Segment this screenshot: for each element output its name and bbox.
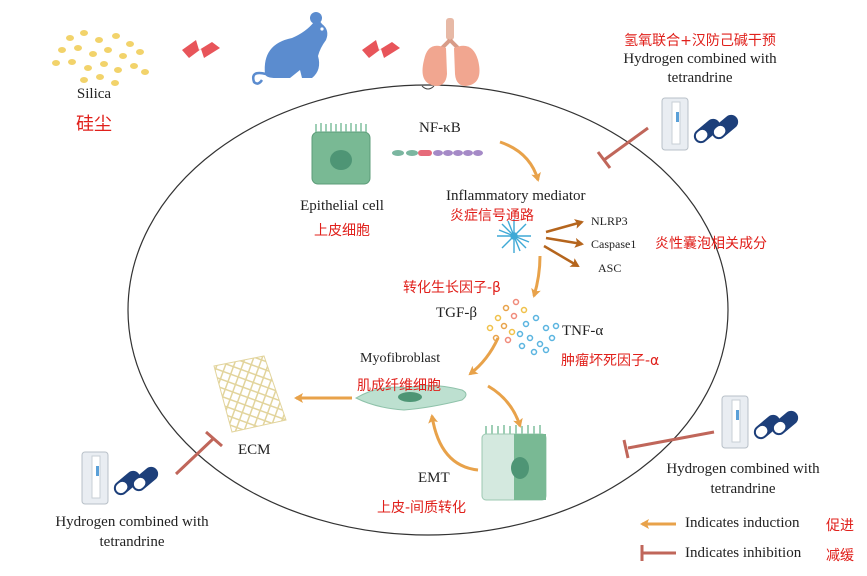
legend-inhibition-line [640, 545, 676, 561]
arrow-to-caspase1 [545, 236, 584, 248]
silica-label: Silica [76, 86, 112, 102]
legend-induction-label-cn: 促进 [826, 518, 854, 534]
lightning-icon [362, 40, 400, 58]
legend-inhibition-label: Indicates inhibition [685, 545, 802, 561]
arrow-to-asc [543, 244, 580, 268]
capsule-icon [113, 466, 159, 496]
hydrogen-inhaler-icon [661, 97, 689, 151]
arrow-inflammatory-to-tgfb [531, 255, 542, 298]
legend-induction-label: Indicates induction [685, 515, 800, 531]
ecm-mesh-icon [213, 355, 287, 433]
asc-label: ASC [598, 261, 622, 275]
myofibroblast-label-cn: 肌成纤维细胞 [357, 378, 441, 394]
mouse-icon [252, 12, 328, 85]
emt-cell-icon [481, 425, 547, 501]
treatment-left-label-line1: Hydrogen combined with [55, 514, 209, 530]
treatment-top-label-line1: Hydrogen combined with [623, 51, 777, 67]
inhibition-line-right [622, 430, 715, 459]
lung-connector-line [421, 85, 435, 90]
emt-label-cn: 上皮-间质转化 [377, 500, 467, 516]
emt-label: EMT [418, 470, 450, 486]
tnfa-label: TNF-α [562, 323, 604, 339]
cytokine-particles-icon [486, 298, 560, 356]
treatment-right-label-line1: Hydrogen combined with [666, 461, 820, 477]
inflammatory-mediator-icon [497, 219, 531, 253]
lightning-icon [182, 40, 220, 58]
ecm-label: ECM [238, 442, 271, 458]
capsule-icon [753, 410, 799, 440]
treatment-right-label-line2: tetrandrine [710, 481, 776, 497]
nfkb-label: NF-κB [419, 120, 461, 136]
inhibition-line-left [174, 430, 223, 476]
arrow-tgfb-to-myofibroblast [468, 337, 500, 376]
tgfb-label-cn: 转化生长因子-β [403, 280, 501, 296]
nfkb-protein-chain-icon [392, 150, 483, 156]
legend-inhibition-label-cn: 减缓 [826, 548, 854, 564]
epithelial-cell-icon [311, 123, 371, 185]
inflammatory-mediator-label-cn: 炎症信号通路 [450, 208, 534, 224]
treatment-top-label-cn: 氢氧联合+汉防己碱干预 [624, 33, 776, 49]
inflammatory-mediator-label: Inflammatory mediator [446, 188, 586, 204]
epithelial-cell-label: Epithelial cell [300, 198, 384, 214]
nlrp3-label: NLRP3 [591, 214, 628, 228]
myofibroblast-icon [354, 384, 467, 411]
hydrogen-inhaler-icon [721, 395, 749, 449]
myofibroblast-label: Myofibroblast [360, 351, 441, 366]
arrow-to-nlrp3 [545, 219, 584, 234]
arrow-nfkb-to-inflammatory [499, 140, 541, 182]
hydrogen-inhaler-icon [81, 451, 109, 505]
arrow-myofibroblast-to-emt-cell [487, 384, 523, 428]
cell-environment-ellipse [127, 84, 729, 536]
tgfb-label: TGF-β [436, 305, 477, 321]
inflammasome-label-cn: 炎性囊泡相关成分 [655, 236, 767, 252]
treatment-top-label-line2: tetrandrine [667, 70, 733, 86]
silica-label-cn: 硅尘 [76, 114, 112, 135]
caspase1-label: Caspase1 [591, 237, 637, 251]
arrow-emt-cell-to-myofibroblast [428, 414, 479, 472]
treatment-left-label-line2: tetrandrine [99, 534, 165, 550]
silica-particles-icon [52, 30, 149, 86]
capsule-icon [693, 114, 739, 144]
inhibition-line-top [596, 126, 649, 169]
tnfa-label-cn: 肿瘤坏死因子-α [561, 353, 660, 369]
epithelial-cell-label-cn: 上皮细胞 [314, 223, 370, 239]
lungs-icon [422, 18, 480, 86]
